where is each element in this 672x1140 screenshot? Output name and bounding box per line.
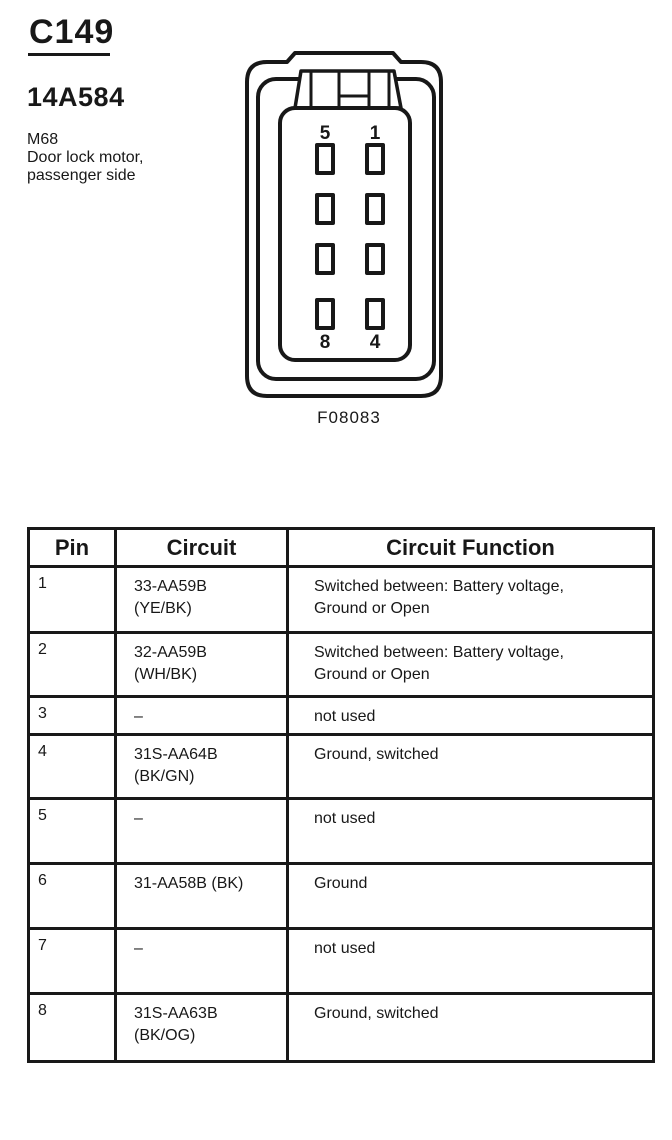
circuit-cell: 32-AA59B (WH/BK) (114, 631, 289, 698)
circuit-cell: 31S-AA64B (BK/GN) (114, 733, 289, 800)
circuit-cell: – (114, 797, 289, 865)
circuit-line: (BK/OG) (134, 1027, 196, 1044)
pin-label-top-left: 5 (320, 123, 331, 144)
pinout-table: Pin Circuit Circuit Function 1 33-AA59B … (27, 527, 655, 1063)
pin-label-bottom-right: 4 (370, 332, 381, 353)
pin-label-top-right: 1 (370, 123, 381, 144)
table-header-row: Pin Circuit Circuit Function (27, 527, 655, 568)
table-row: 8 31S-AA63B (BK/OG) Ground, switched (27, 992, 655, 1063)
pin-slot-2 (365, 193, 385, 225)
function-cell: not used (286, 695, 655, 736)
figure-caption: F08083 (317, 408, 381, 427)
connector-mid-shell (256, 77, 436, 381)
col-header-function: Circuit Function (286, 527, 655, 568)
circuit-cell: 31S-AA63B (BK/OG) (114, 992, 289, 1063)
function-line: not used (314, 940, 376, 957)
pin-cell: 1 (27, 565, 117, 634)
function-line: Ground, switched (314, 1005, 439, 1022)
pin-cell: 6 (27, 862, 117, 930)
pin-slot-1 (365, 143, 385, 175)
component-desc-line1: Door lock motor, (27, 149, 144, 166)
circuit-line: 31S-AA64B (134, 746, 218, 763)
function-line: Ground, switched (314, 746, 439, 763)
circuit-line: – (134, 708, 143, 725)
component-desc-line2: passenger side (27, 167, 136, 184)
pin-cell: 4 (27, 733, 117, 800)
function-line: Ground or Open (314, 600, 430, 617)
pin-slot-7 (315, 243, 335, 275)
circuit-cell: 31-AA58B (BK) (114, 862, 289, 930)
title-underline (28, 53, 110, 56)
circuit-line: 31-AA58B (BK) (134, 875, 244, 892)
function-line: not used (314, 708, 376, 725)
circuit-cell: – (114, 695, 289, 736)
pin-slot-6 (315, 193, 335, 225)
circuit-line: – (134, 940, 143, 957)
pin-slot-4 (365, 298, 385, 330)
function-line: Switched between: Battery voltage, (314, 578, 564, 595)
function-cell: Ground, switched (286, 733, 655, 800)
function-line: Ground or Open (314, 666, 430, 683)
circuit-cell: 33-AA59B (YE/BK) (114, 565, 289, 634)
function-line: Ground (314, 875, 368, 892)
table-row: 5 – not used (27, 797, 655, 865)
function-cell: Switched between: Battery voltage, Groun… (286, 631, 655, 698)
function-cell: not used (286, 927, 655, 995)
pin-label-bottom-left: 8 (320, 332, 331, 353)
part-number: 14A584 (27, 82, 125, 112)
latch-detail-lines (309, 71, 391, 108)
pin-cell: 2 (27, 631, 117, 698)
table-row: 7 – not used (27, 927, 655, 995)
function-cell: not used (286, 797, 655, 865)
connector-id-title: C149 (29, 13, 115, 51)
function-cell: Switched between: Battery voltage, Groun… (286, 565, 655, 634)
pin-slots (315, 143, 385, 330)
table-row: 1 33-AA59B (YE/BK) Switched between: Bat… (27, 565, 655, 634)
connector-pin-cavity (278, 106, 412, 362)
component-code: M68 (27, 131, 59, 148)
circuit-line: – (134, 810, 143, 827)
connector-diagram-svg: 5 1 8 4 (245, 51, 443, 398)
table-row: 4 31S-AA64B (BK/GN) Ground, switched (27, 733, 655, 800)
circuit-cell: – (114, 927, 289, 995)
connector-outer-shell (245, 51, 443, 398)
circuit-line: 31S-AA63B (134, 1005, 218, 1022)
table-row: 6 31-AA58B (BK) Ground (27, 862, 655, 930)
pin-cell: 5 (27, 797, 117, 865)
pin-cell: 3 (27, 695, 117, 736)
function-cell: Ground (286, 862, 655, 930)
connector-figure: 5 1 8 4 (243, 50, 455, 408)
circuit-line: 33-AA59B (134, 578, 207, 595)
table-row: 3 – not used (27, 695, 655, 736)
circuit-line: (BK/GN) (134, 768, 195, 785)
col-header-circuit: Circuit (114, 527, 289, 568)
component-description: M68 Door lock motor, passenger side (27, 131, 143, 185)
pin-cell: 7 (27, 927, 117, 995)
function-line: Switched between: Battery voltage, (314, 644, 564, 661)
pin-slot-3 (365, 243, 385, 275)
pin-cell: 8 (27, 992, 117, 1063)
circuit-line: (WH/BK) (134, 666, 198, 683)
pin-slot-5 (315, 143, 335, 175)
function-line: not used (314, 810, 376, 827)
table-row: 2 32-AA59B (WH/BK) Switched between: Bat… (27, 631, 655, 698)
circuit-line: (YE/BK) (134, 600, 192, 617)
function-cell: Ground, switched (286, 992, 655, 1063)
pin-slot-8 (315, 298, 335, 330)
col-header-pin: Pin (27, 527, 117, 568)
circuit-line: 32-AA59B (134, 644, 207, 661)
